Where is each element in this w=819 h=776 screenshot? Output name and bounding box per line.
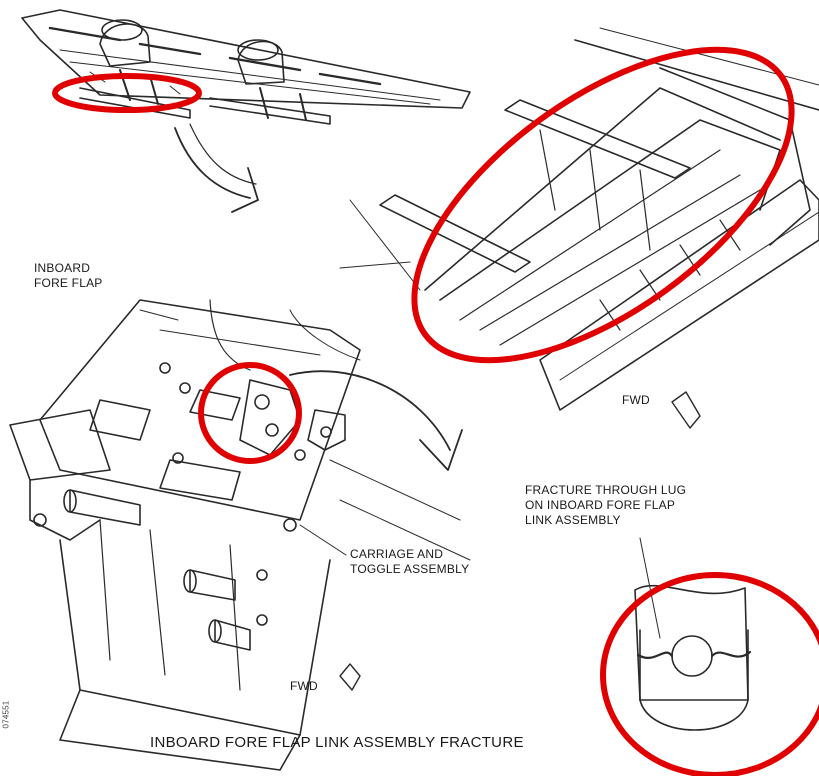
fracture-detail-highlight bbox=[600, 572, 819, 776]
carriage-toggle-label: CARRIAGE AND TOGGLE ASSEMBLY bbox=[350, 547, 469, 577]
fwd-arrow-icon bbox=[671, 391, 701, 429]
inboard-fore-flap-label: INBOARD FORE FLAP bbox=[34, 261, 102, 291]
fwd-label-lower: FWD bbox=[290, 679, 318, 693]
callout-arrow-wing bbox=[174, 127, 259, 213]
carriage-assembly-drawing bbox=[9, 299, 471, 771]
fracture-note-line2: ON INBOARD FORE FLAP bbox=[525, 498, 676, 512]
link-lug-highlight bbox=[198, 362, 302, 464]
inboard-fore-flap-label-line2: FORE FLAP bbox=[34, 276, 103, 290]
figure-number: 074551 bbox=[1, 700, 11, 729]
carriage-toggle-label-line2: TOGGLE ASSEMBLY bbox=[350, 562, 470, 576]
flap-assembly-drawing bbox=[339, 27, 819, 411]
inboard-fore-flap-label-line1: INBOARD bbox=[34, 261, 91, 275]
fracture-note-line3: LINK ASSEMBLY bbox=[525, 513, 621, 527]
wing-drawing bbox=[21, 9, 471, 125]
fracture-note-line1: FRACTURE THROUGH LUG bbox=[525, 483, 687, 497]
carriage-toggle-label-line1: CARRIAGE AND bbox=[350, 547, 444, 561]
figure-caption: INBOARD FORE FLAP LINK ASSEMBLY FRACTURE bbox=[150, 734, 524, 751]
flap-assembly-highlight bbox=[411, 46, 795, 364]
fracture-detail-drawing bbox=[634, 584, 752, 731]
callout-arrow-link bbox=[289, 370, 463, 471]
fwd-arrow-icon bbox=[339, 663, 361, 691]
fracture-note-label: FRACTURE THROUGH LUG ON INBOARD FORE FLA… bbox=[525, 483, 686, 528]
fwd-label-upper: FWD bbox=[622, 393, 650, 407]
wing-flap-region-highlight bbox=[52, 73, 202, 113]
